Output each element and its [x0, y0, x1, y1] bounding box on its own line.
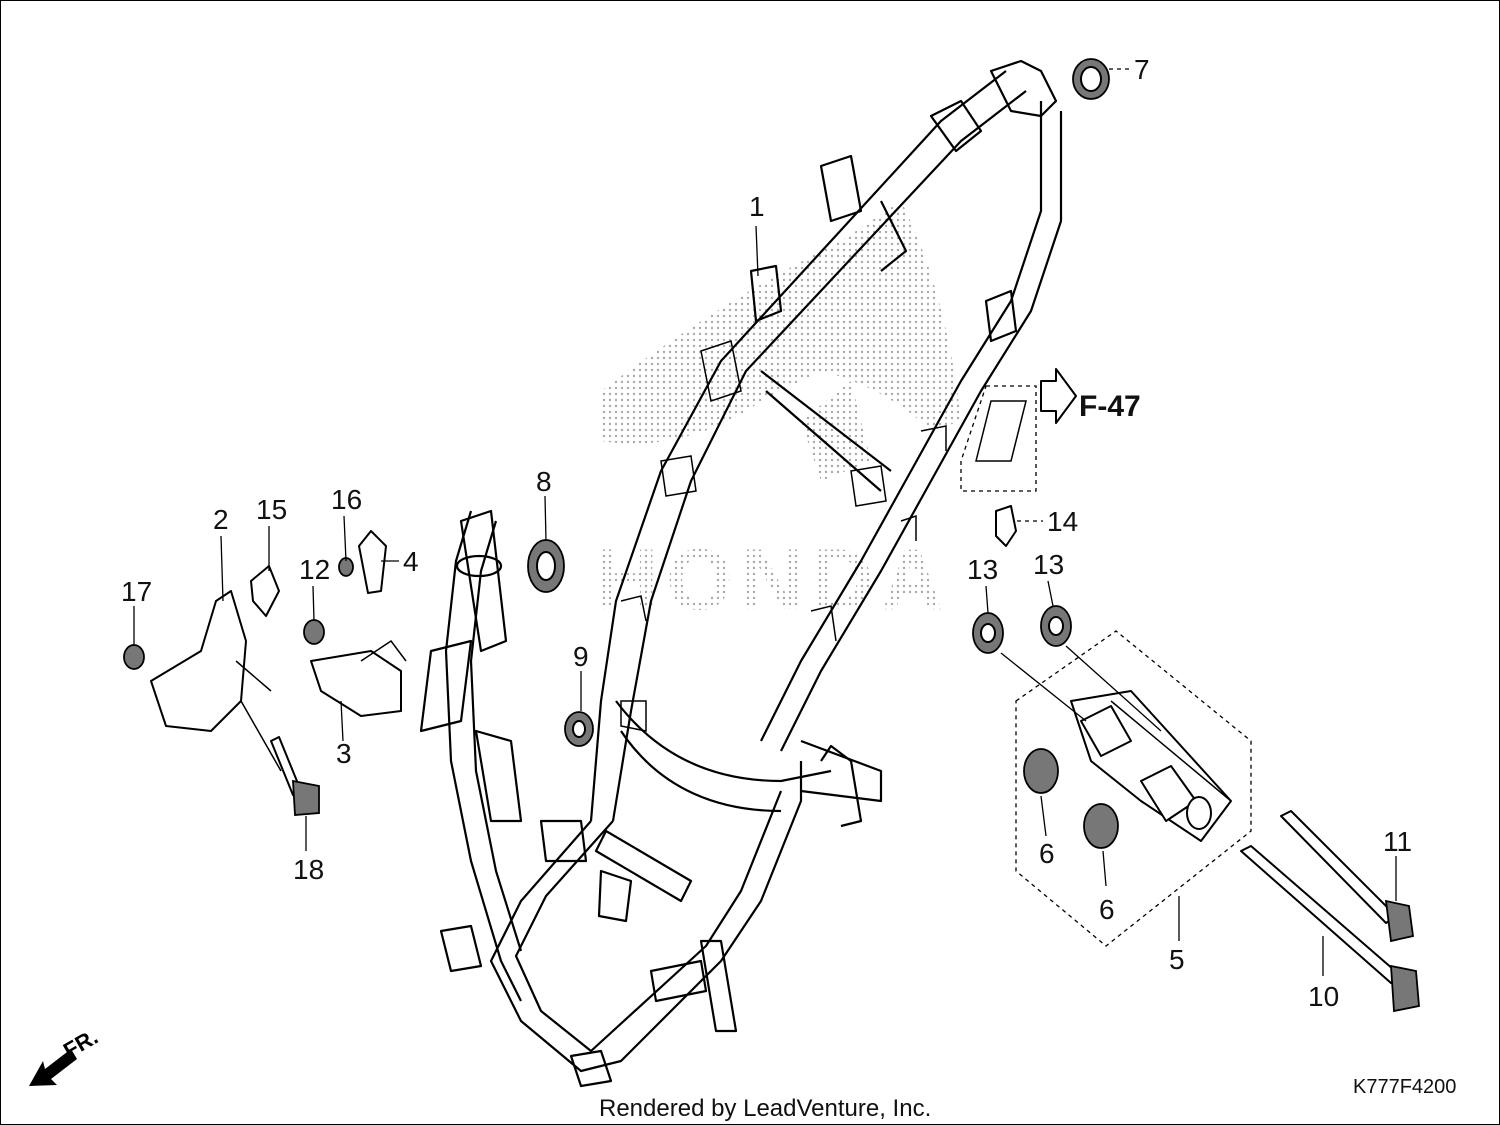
part-12-screw: [303, 619, 325, 645]
callout-labels: 1 2 3 4 5 6 6 7 8 9 10 11 12 13 13 14 15…: [121, 54, 1412, 1012]
callout-2: 2: [213, 504, 229, 535]
part-7-grommet: [1072, 58, 1110, 100]
callout-17: 17: [121, 576, 152, 607]
callout-6b: 6: [1099, 894, 1115, 925]
part-8-rubber-cap: [527, 539, 565, 593]
part-13-nut-a: [972, 612, 1004, 654]
part-18-bolt: [270, 736, 320, 816]
part-4-clip: [358, 530, 387, 594]
callout-13a: 13: [967, 554, 998, 585]
part-5-engine-hanger-assembly: [1015, 630, 1252, 947]
callout-14: 14: [1047, 506, 1078, 537]
callout-15: 15: [256, 494, 287, 525]
callout-4: 4: [403, 546, 419, 577]
footer-credit: Rendered by LeadVenture, Inc.: [599, 1095, 931, 1122]
part-14-clip: [995, 505, 1017, 547]
part-15-clamp: [250, 565, 280, 617]
callout-6a: 6: [1039, 838, 1055, 869]
callout-1: 1: [749, 191, 765, 222]
part-6-bushing-b: [1083, 803, 1119, 849]
callout-5: 5: [1169, 944, 1185, 975]
leader-lines: [133, 68, 1397, 976]
callout-18: 18: [293, 854, 324, 885]
part-6-bushing-a: [1023, 748, 1059, 794]
part-2-bracket: [150, 590, 282, 772]
callout-11: 11: [1383, 826, 1412, 857]
callout-8: 8: [536, 466, 552, 497]
drawing-code: K777F4200: [1353, 1076, 1456, 1098]
part-13-nut-b: [1040, 605, 1072, 647]
callout-13b: 13: [1033, 549, 1064, 580]
part-17-nut: [123, 644, 145, 670]
reference-part-f47: [960, 368, 1077, 492]
callout-10: 10: [1308, 981, 1339, 1012]
honda-watermark-text: HONDA: [596, 532, 951, 628]
front-direction-marker: FR.: [29, 1024, 102, 1086]
main-frame-assembly: [419, 59, 1063, 1088]
reference-label-f47: F-47: [1079, 390, 1141, 423]
part-3-stay: [310, 639, 407, 717]
callout-12: 12: [299, 554, 330, 585]
honda-wing-watermark: HONDA: [596, 201, 961, 628]
callout-7: 7: [1134, 54, 1150, 85]
callout-3: 3: [336, 738, 352, 769]
callout-9: 9: [573, 641, 589, 672]
part-11-bolt: [1280, 810, 1415, 943]
part-10-bolt: [1240, 845, 1420, 1013]
part-9-nut: [564, 711, 594, 747]
callout-16: 16: [331, 484, 362, 515]
